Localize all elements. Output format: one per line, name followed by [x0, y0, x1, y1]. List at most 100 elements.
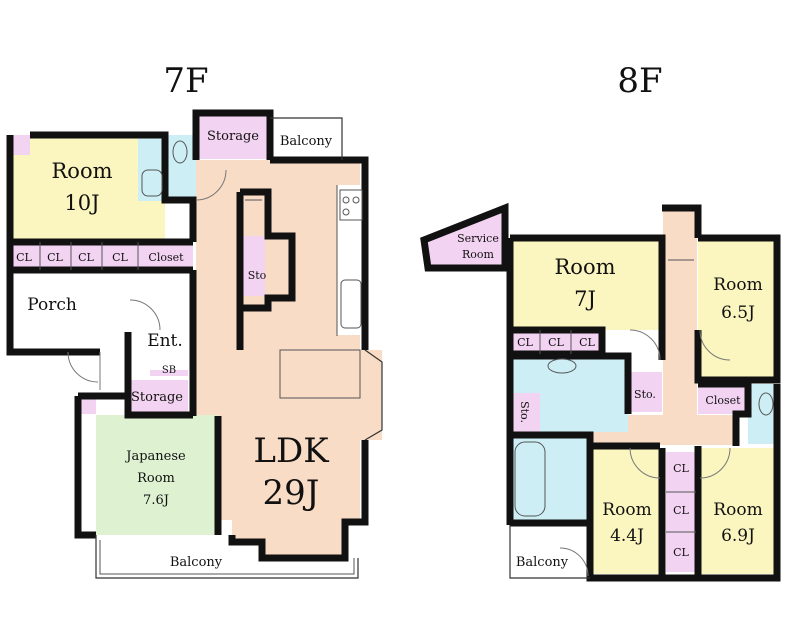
cl-8f-row-1: CL: [517, 336, 533, 349]
cl-7f-3: CL: [78, 251, 94, 264]
floor-8f: 8F Service Room Room 7J Room 6.5J CL CL …: [420, 61, 781, 582]
japanese-size: 7.6J: [143, 493, 169, 508]
room-7j-size: 7J: [574, 287, 596, 311]
door-8f-room69: [699, 447, 731, 479]
burner-1: [342, 196, 350, 204]
kitchen-counter-area: [337, 185, 365, 335]
washbasin-8f: [547, 358, 577, 374]
cl-7f-1: CL: [16, 251, 32, 264]
door-8f-balcony: [559, 547, 589, 577]
cl-col-8f-area: [666, 452, 696, 572]
wall-8f-right-bottom: [658, 384, 781, 582]
wall-8f-closet: [698, 380, 752, 446]
door-arc-ldk: [195, 169, 227, 201]
sto-8f-v-area: [510, 393, 540, 433]
ldk-name: LDK: [253, 431, 329, 471]
wall-7f-ldk-bottom: [228, 440, 369, 562]
cl-8f-row-2: CL: [548, 336, 564, 349]
sto-8f-h-area: [628, 372, 662, 412]
wall-7f-japanese: [74, 396, 96, 539]
cl-8f-col-1: CL: [673, 462, 689, 475]
wall-7f-room10: [30, 131, 197, 242]
entrance-label: Ent.: [147, 331, 183, 351]
room-69j-size: 6.9J: [721, 526, 755, 546]
entrance-area: [128, 320, 188, 370]
cl-8f-row-3: CL: [579, 336, 595, 349]
kitchen-sink: [340, 279, 362, 329]
cl-row-8f-area: [510, 330, 602, 354]
bay-window: [364, 349, 383, 441]
sto-8f-h-label: Sto.: [634, 388, 656, 401]
balcony-bottom-label: Balcony: [170, 555, 223, 570]
room-65j-area: [698, 238, 774, 380]
door-arc-ent: [129, 299, 161, 331]
balcony-8f-label: Balcony: [516, 555, 569, 570]
kitchen-stove: [339, 189, 363, 221]
wall-8f-wash: [510, 352, 632, 414]
room-65j-size: 6.5J: [721, 303, 755, 323]
wall-8f-room7-top: [510, 234, 666, 360]
toilet-8f: [758, 392, 774, 416]
cl-8f-col-2: CL: [673, 504, 689, 517]
burner-2: [352, 196, 360, 204]
japanese-line1: Japanese: [124, 449, 186, 464]
cl-7f-4: CL: [112, 251, 128, 264]
storage-top-label: Storage: [207, 129, 259, 144]
service-room-area: [424, 208, 505, 268]
wall-8f-room65: [694, 234, 781, 384]
wall-8f-hall-top: [662, 204, 702, 238]
service-line2: Room: [462, 248, 495, 261]
wall-service: [420, 202, 509, 272]
storage-mid-label: Storage: [131, 390, 183, 405]
room-65j-name: Room: [713, 275, 762, 295]
sb-label: SB: [162, 365, 176, 376]
dining-island: [279, 349, 361, 399]
wall-7f-storage-top: [192, 109, 274, 160]
storage-top-area: [196, 113, 270, 159]
cl-7f-2: CL: [47, 251, 63, 264]
balcony-bottom-outline: [95, 535, 359, 579]
wall-7f-entrance: [124, 332, 193, 419]
washbasin-7f: [141, 169, 163, 197]
service-line1: Service: [457, 232, 499, 245]
sto-8f-v-label: Sto.: [518, 401, 531, 423]
toilet-8f-area: [748, 384, 776, 444]
japanese-area: [96, 415, 218, 535]
room-69j-name: Room: [713, 500, 762, 520]
bath-8f-area: [510, 435, 590, 523]
room-10j-name: Room: [51, 159, 112, 183]
door-8f-room7: [629, 329, 661, 361]
floor-8f-label: 8F: [617, 61, 662, 101]
japanese-left-storage: [78, 396, 96, 414]
room-7j-area: [510, 238, 660, 330]
toilet-7f: [172, 140, 188, 164]
door-arc-porch: [67, 351, 99, 383]
floor-7f-label: 7F: [163, 61, 208, 101]
wall-7f-porch: [6, 270, 100, 356]
room-44j-name: Room: [602, 500, 651, 520]
closet-8f-label: Closet: [705, 394, 741, 407]
japanese-line2: Room: [137, 471, 175, 486]
door-8f-room65: [699, 329, 731, 361]
sto-7f-label: Sto: [248, 269, 267, 282]
balcony-8f-outline: [509, 525, 590, 579]
room-10j-upper-area: [10, 135, 30, 155]
room-10j-size: 10J: [64, 191, 99, 215]
storage-mid-area: [128, 380, 188, 413]
wall-7f-stair: [236, 188, 296, 312]
balcony-top-label: Balcony: [280, 134, 333, 149]
door-8f-room44: [629, 447, 661, 479]
sto-7f-area: [241, 236, 265, 296]
room-69j-area: [698, 448, 774, 574]
wall-7f-ldk-right: [270, 156, 369, 350]
room-44j-area: [590, 448, 662, 574]
closet-7f-label: Closet: [148, 251, 184, 264]
ldk-size: 29J: [263, 473, 320, 513]
balcony-bottom-inner: [99, 540, 355, 575]
hall-8f-area: [663, 208, 697, 440]
porch-label: Porch: [27, 295, 77, 315]
burner-3: [342, 208, 350, 216]
cl-8f-col-3: CL: [673, 546, 689, 559]
bathtub-8f: [514, 441, 546, 517]
